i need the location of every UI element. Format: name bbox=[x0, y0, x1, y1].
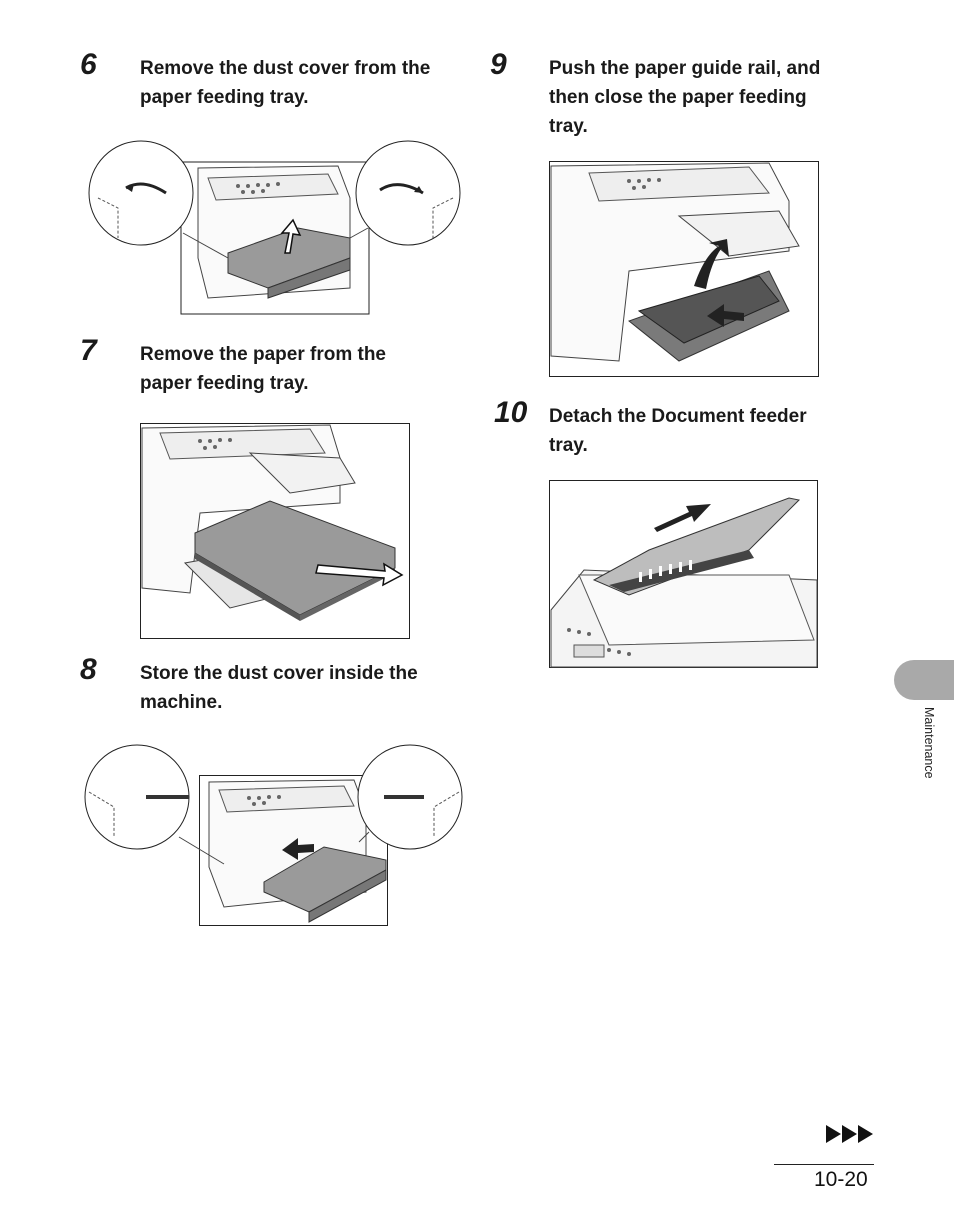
step-7-line-2: paper feeding tray. bbox=[140, 373, 309, 394]
step-10-instruction: Detach the Document feeder tray. bbox=[549, 402, 807, 460]
step-9-line-1: Push the paper guide rail, and bbox=[549, 58, 821, 79]
step-9-number: 9 bbox=[490, 48, 507, 81]
step-9-line-3: tray. bbox=[549, 116, 588, 137]
step-7-line-1: Remove the paper from the bbox=[140, 344, 386, 365]
step-10-number: 10 bbox=[494, 396, 528, 429]
step-7-illustration bbox=[140, 423, 410, 639]
step-8-instruction: Store the dust cover inside the machine. bbox=[140, 659, 418, 717]
step-9-line-2: then close the paper feeding bbox=[549, 87, 807, 108]
section-tab bbox=[894, 660, 954, 700]
step-10-line-2: tray. bbox=[549, 435, 588, 456]
step-10-line-1: Detach the Document feeder bbox=[549, 406, 807, 427]
step-6-line-2: paper feeding tray. bbox=[140, 87, 309, 108]
step-6-instruction: Remove the dust cover from the paper fee… bbox=[140, 54, 430, 112]
triple-triangle-right-icon bbox=[826, 1124, 874, 1149]
step-9-instruction: Push the paper guide rail, and then clos… bbox=[549, 54, 820, 141]
step-7-instruction: Remove the paper from the paper feeding … bbox=[140, 340, 386, 398]
step-6-line-1: Remove the dust cover from the bbox=[140, 58, 431, 79]
step-8-number: 8 bbox=[80, 653, 97, 686]
step-10-illustration bbox=[549, 480, 819, 670]
footer-rule bbox=[774, 1164, 874, 1165]
step-9-illustration bbox=[549, 161, 819, 377]
step-8-line-2: machine. bbox=[140, 692, 223, 713]
step-6-illustration bbox=[88, 138, 463, 316]
step-6-number: 6 bbox=[80, 48, 97, 81]
step-7-number: 7 bbox=[80, 334, 97, 367]
section-label: Maintenance bbox=[922, 707, 936, 779]
step-8-line-1: Store the dust cover inside the bbox=[140, 663, 418, 684]
step-8-illustration bbox=[84, 742, 464, 928]
page-number: 10-20 bbox=[814, 1168, 868, 1191]
